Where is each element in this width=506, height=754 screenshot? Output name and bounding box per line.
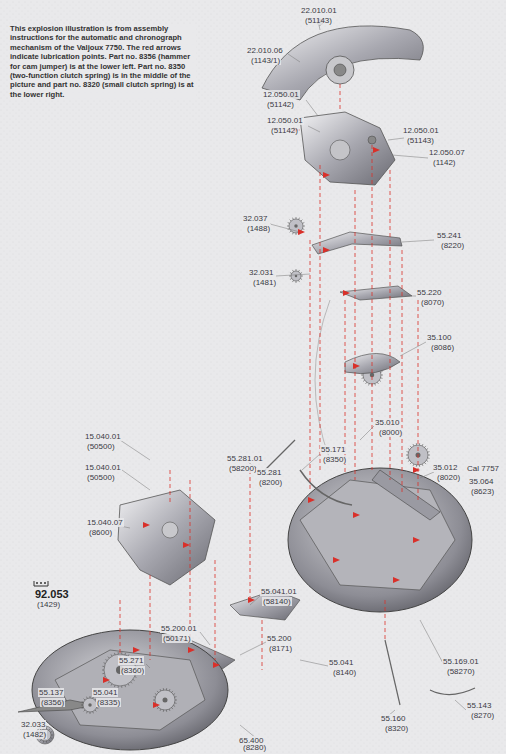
callout-number: 35.010 [374,418,400,427]
lubrication-arrow [298,229,305,235]
callout-number: (50171) [162,634,192,643]
callout-number: (1142) [432,158,457,167]
callout-number: (1488) [246,224,271,233]
callout-number: 55.171 [320,445,346,454]
caption-note: This explosion illustration is from asse… [10,24,196,99]
callout-number: 55.137 [38,688,64,697]
callout-number: (8335) [96,698,121,707]
callout-number: Cal 7757 [466,464,500,473]
lubrication-arrow [213,662,220,668]
callout-number: 55.271 [118,656,144,665]
callout-number: 15.040.01 [84,463,122,472]
callout-number: (51143) [406,136,435,145]
callout-number: 12.050.01 [262,90,300,99]
callout-number: (8020) [436,473,461,482]
callout-number: 55.220 [416,288,442,297]
gear-wheel [155,690,175,710]
callout-number: (8600) [88,528,113,537]
callout-number: (8320) [384,724,409,733]
callout-number: (8270) [470,711,495,720]
callout-number: 12.050.01 [266,116,304,125]
callout-number: 15.040.01 [84,432,122,441]
callout-number: 32.031 [248,268,274,277]
callout-number: (8280) [242,743,267,752]
lubrication-arrow [153,702,160,708]
callout-number: 55.200.01 [160,624,198,633]
callout-number: (50500) [86,442,116,451]
callout-number: 55.041.01 [260,587,298,596]
gear-wheel [291,271,301,281]
lubrication-arrow [413,467,420,473]
callout-number: (8200) [258,478,283,487]
callout-number: (8086) [430,343,455,352]
callout-number: (8000) [378,428,403,437]
callout-number: (8220) [440,241,465,250]
gear-wheel [83,698,97,712]
lubrication-arrow [308,497,315,503]
callout-number: (58200) [228,464,258,473]
callout-number: (8356) [40,698,65,707]
callout-number: 35.100 [426,333,452,342]
callout-number: 55.281 [256,468,282,477]
callout-number: 55.041 [328,658,354,667]
lubrication-arrow [188,647,195,653]
lubrication-arrow [373,147,380,153]
callout-number: 12.050.01 [402,126,440,135]
callout-number: (8623) [470,487,495,496]
lubrication-arrow [103,677,110,683]
callout-number: 55.200 [266,634,292,643]
callout-number: (8171) [268,644,293,653]
callout-number: (51142) [270,126,299,135]
callout-number: 32.033 [20,720,46,729]
lubrication-arrow [393,577,400,583]
callout-number: (8360) [120,666,145,675]
callout-number: 55.041 [92,688,118,697]
callout-number: 92.053 [34,588,70,600]
callout-number: (58140) [262,597,292,606]
lubrication-arrow [133,647,140,653]
lubrication-arrow [353,363,360,369]
lubrication-arrow [143,522,150,528]
callout-number: (8140) [332,668,357,677]
lubrication-arrow [183,542,190,548]
lubrication-arrow [333,557,340,563]
callout-number: 55.241 [436,231,462,240]
callout-number: (1481) [252,278,277,287]
callout-number: (58270) [446,667,476,676]
callout-number: 12.050.07 [428,148,466,157]
callout-number: 35.012 [432,463,458,472]
callout-number: 55.160 [380,714,406,723]
callout-number: 22.010.06 [246,46,284,55]
callout-number: (51142) [266,100,295,109]
callout-number: (50500) [86,473,116,482]
callout-number: 15.040.07 [86,518,124,527]
callout-number: 35.064 [468,477,494,486]
lubrication-arrow [343,290,350,296]
lubrication-arrow [353,512,360,518]
callout-number: (51143) [304,16,333,25]
callout-number: (1429) [36,600,61,609]
lubrication-arrow [323,247,330,253]
callout-number: 55.169.01 [442,657,480,666]
callout-number: 22.010.01 [300,6,338,15]
lubrication-arrow [413,537,420,543]
callout-number: (8070) [420,298,445,307]
callout-number: 55.143 [466,701,492,710]
callout-number: 55.281.01 [226,454,264,463]
lubrication-arrow [248,597,255,603]
callout-number: (1143/1) [250,56,281,65]
callout-number: (1482) [22,730,47,739]
callout-number: (8350) [322,455,347,464]
callout-number: 32.037 [242,214,268,223]
lubrication-arrow [323,172,330,178]
